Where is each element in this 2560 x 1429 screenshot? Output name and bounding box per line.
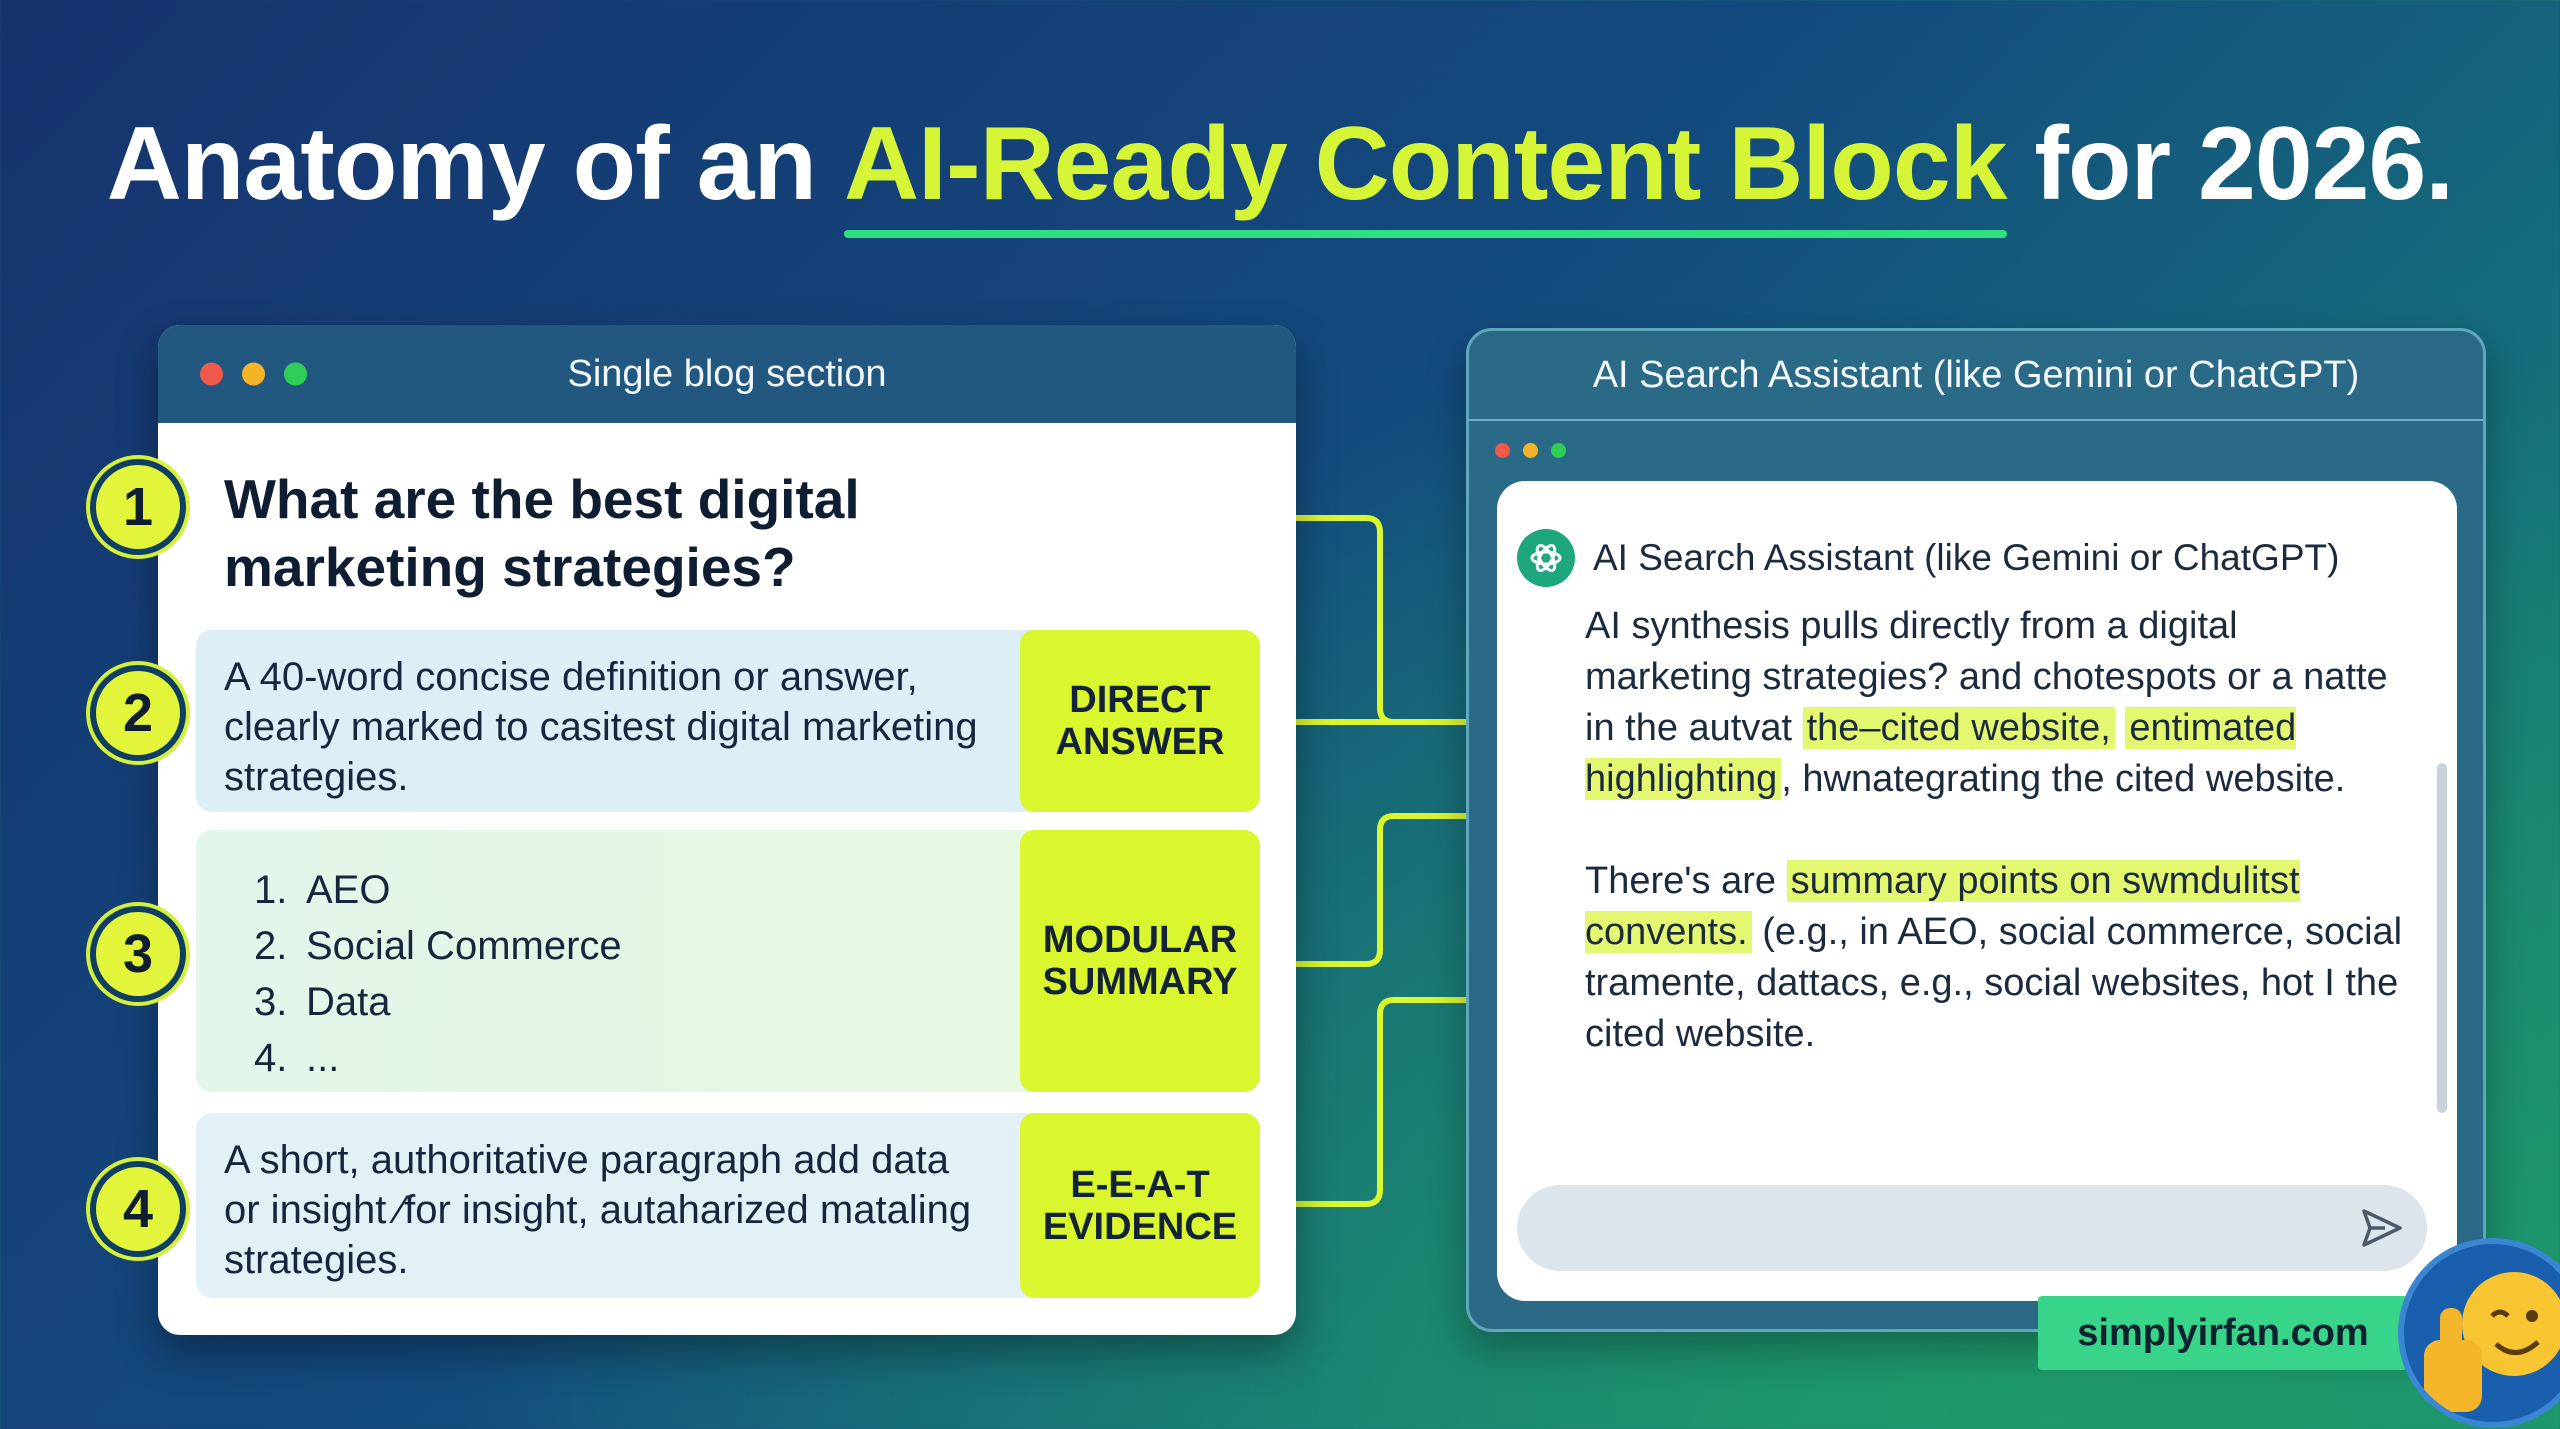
title-underline [843,230,2007,238]
brand-label[interactable]: simplyirfan.com [2038,1296,2408,1370]
response-text [2115,707,2126,749]
assistant-window-title: AI Search Assistant (like Gemini or Chat… [1469,331,2483,421]
maximize-dot-icon[interactable] [1551,443,1566,458]
list-number: 2. [254,924,288,968]
connector-modular-summary [1262,813,1498,967]
connector-eeat [1262,997,1498,1207]
close-dot-icon[interactable] [1495,443,1510,458]
modular-summary-list-wrap: 1. AEO 2. Social Commerce 3. Data 4.... [196,830,1020,1092]
list-item: 2. Social Commerce [254,918,992,974]
eeat-evidence-text: A short, authoritative paragraph add dat… [224,1138,972,1282]
maximize-dot-icon[interactable] [284,362,307,386]
ai-assistant-window: AI Search Assistant (like Gemini or Chat… [1466,328,2486,1332]
direct-answer-tag: DIRECT ANSWER [1020,630,1260,812]
response-paragraph-2: There's are summary points on swmdulitst… [1585,856,2405,1060]
list-item: 1. AEO [254,862,992,918]
close-dot-icon[interactable] [200,362,223,386]
assistant-window-controls [1495,443,1566,458]
send-icon[interactable] [2359,1205,2405,1256]
chat-scrollbar[interactable] [2437,763,2447,1113]
chat-panel: AI Search Assistant (like Gemini or Chat… [1497,481,2457,1301]
blog-section-window: Single blog section What are the best di… [158,325,1296,1335]
minimize-dot-icon[interactable] [242,362,265,386]
response-text: (e.g., in AEO, social commerce, social t… [1585,911,2403,1055]
window-title: Single blog section [567,352,887,395]
title-suffix: for 2026. [2006,106,2454,222]
list-label: Data [306,980,391,1024]
emoji-glyph [2424,1272,2560,1412]
response-paragraph-1: AI synthesis pulls directly from a digit… [1585,601,2405,805]
step-badge-3: 3 [96,912,180,996]
modular-summary-block: 1. AEO 2. Social Commerce 3. Data 4.... MOD… [196,830,1260,1092]
assistant-name: AI Search Assistant (like Gemini or Chat… [1593,537,2340,578]
openai-logo-glyph [1530,544,1562,572]
response-text: AI synthesis pulls directly from a digit… [1585,605,2388,749]
list-number: 1. [254,868,288,912]
thumbs-up-emoji-icon [2398,1238,2560,1428]
title-highlight-text: AI-Ready Content Block [843,106,2008,222]
highlighted-citation: the–cited website, [1802,707,2115,749]
direct-answer-block: A 40-word concise definition or answer, … [196,630,1260,812]
list-number: 4. [254,1036,288,1080]
list-label: Social Commerce [306,924,622,968]
window-controls [200,362,307,386]
connector-question [1262,515,1498,725]
list-item: 4.... [254,1030,992,1086]
step-badge-4: 4 [96,1167,180,1251]
assistant-header: AI Search Assistant (like Gemini or Chat… [1517,529,2339,587]
question-heading: What are the best digital marketing stra… [224,468,860,598]
chat-input[interactable] [1517,1185,2427,1271]
list-item: 3. Data [254,974,992,1030]
title-highlight: AI-Ready Content Block [843,105,2008,238]
list-label: AEO [306,868,391,912]
openai-logo-icon [1517,529,1575,587]
minimize-dot-icon[interactable] [1523,443,1538,458]
title-prefix: Anatomy of an [106,106,844,222]
response-text: , hwnategrating the cited website. [1781,758,2346,800]
list-label: ... [306,1036,340,1080]
list-number: 3. [254,980,288,1024]
send-glyph [2362,1209,2402,1247]
direct-answer-text: A 40-word concise definition or answer, … [224,655,978,799]
window-titlebar: Single blog section [158,325,1296,423]
modular-summary-list: 1. AEO 2. Social Commerce 3. Data 4.... [224,852,992,1086]
step-badge-2: 2 [96,671,180,755]
response-text: There's are [1585,860,1787,902]
page-title: Anatomy of an AI-Ready Content Block for… [0,105,2560,238]
eeat-evidence-block: A short, authoritative paragraph add dat… [196,1113,1260,1298]
step-badge-1: 1 [96,465,180,549]
assistant-response: AI synthesis pulls directly from a digit… [1585,601,2405,1060]
eeat-evidence-tag: E-E-A-T EVIDENCE [1020,1113,1260,1298]
modular-summary-tag: MODULAR SUMMARY [1020,830,1260,1092]
